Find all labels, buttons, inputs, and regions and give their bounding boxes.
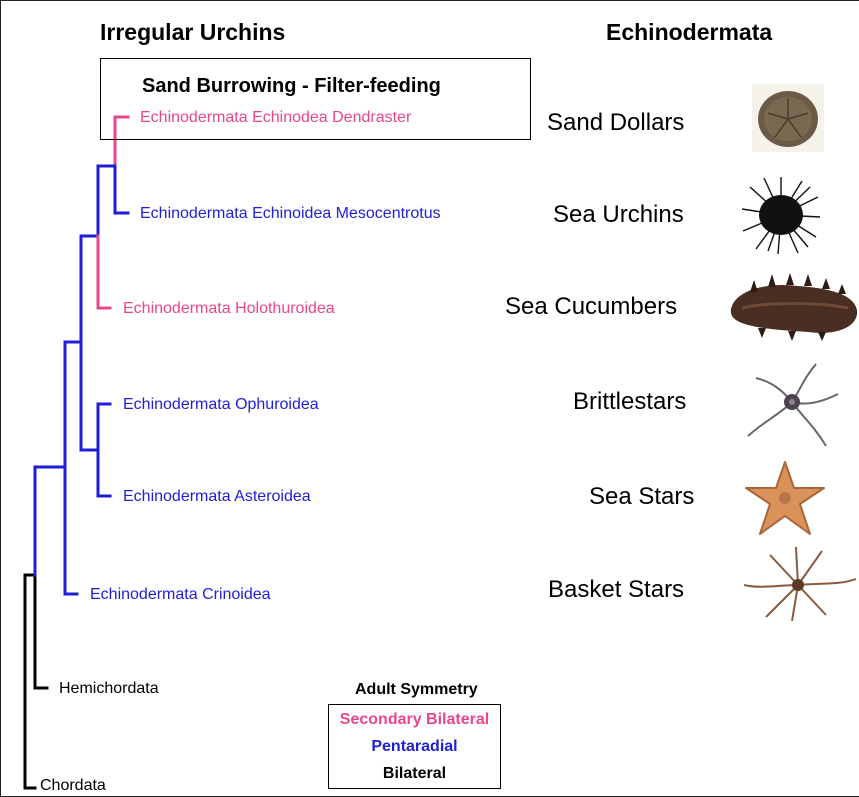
legend-pentaradial: Pentaradial bbox=[329, 738, 500, 756]
legend-secondary-bilateral: Secondary Bilateral bbox=[329, 711, 500, 729]
taxon-asteroidea: Echinodermata Asteroidea bbox=[123, 489, 311, 505]
branch-echinozoa bbox=[81, 236, 98, 342]
brittlestar-icon bbox=[742, 360, 842, 450]
taxon-mesocentrotus: Echinodermata Echinoidea Mesocentrotus bbox=[140, 206, 441, 222]
taxon-dendraster: Echinodermata Echinodea Dendraster bbox=[140, 110, 411, 126]
branch-holothuroidea bbox=[98, 236, 110, 308]
common-sea-stars: Sea Stars bbox=[589, 485, 694, 509]
branch-crinoidea bbox=[65, 467, 77, 594]
heading-irregular-urchins: Irregular Urchins bbox=[100, 21, 285, 44]
common-sand-dollars: Sand Dollars bbox=[547, 111, 684, 135]
taxon-ophuroidea: Echinodermata Ophuroidea bbox=[123, 397, 319, 413]
sand-burrowing-title: Sand Burrowing - Filter-feeding bbox=[142, 76, 441, 96]
legend-box: Secondary Bilateral Pentaradial Bilatera… bbox=[328, 704, 501, 789]
common-brittlestars: Brittlestars bbox=[573, 390, 686, 414]
branch-eleutherozoa bbox=[65, 342, 81, 467]
branch-echinoidea bbox=[98, 166, 115, 236]
legend-title: Adult Symmetry bbox=[355, 682, 478, 698]
legend-bilateral: Bilateral bbox=[329, 765, 500, 783]
branch-ophuroidea bbox=[98, 404, 110, 450]
branch-asteroidea bbox=[98, 450, 110, 496]
taxon-holothuroidea: Echinodermata Holothuroidea bbox=[123, 301, 335, 317]
taxon-crinoidea: Echinodermata Crinoidea bbox=[90, 587, 271, 603]
sand-burrowing-box bbox=[100, 58, 531, 140]
heading-echinodermata: Echinodermata bbox=[606, 21, 772, 44]
common-sea-urchins: Sea Urchins bbox=[553, 203, 684, 227]
sea-star-icon bbox=[742, 458, 828, 538]
branch-hemichordata bbox=[25, 575, 47, 688]
sea-cucumber-icon bbox=[728, 272, 859, 344]
sand-dollar-icon bbox=[752, 84, 824, 152]
branch-asterozoa bbox=[81, 342, 98, 450]
branch-mesocentrotus bbox=[115, 166, 128, 213]
common-basket-stars: Basket Stars bbox=[548, 578, 684, 602]
basket-star-icon bbox=[740, 545, 859, 623]
common-sea-cucumbers: Sea Cucumbers bbox=[505, 295, 677, 319]
taxon-chordata: Chordata bbox=[40, 778, 106, 794]
taxon-hemichordata: Hemichordata bbox=[59, 681, 159, 697]
sea-urchin-icon bbox=[740, 175, 822, 255]
